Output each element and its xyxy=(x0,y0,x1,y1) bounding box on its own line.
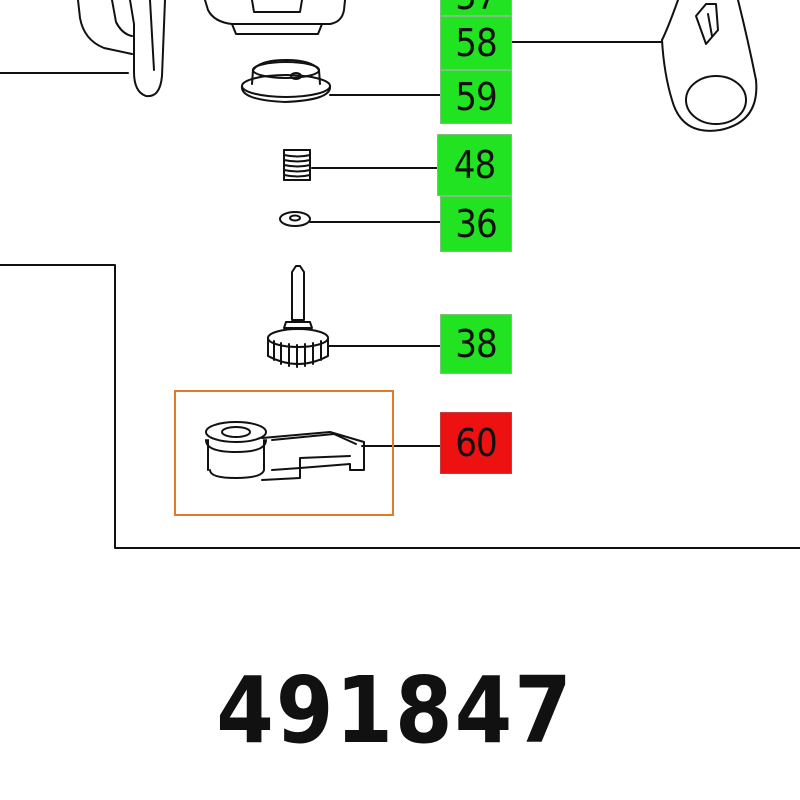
callout-60[interactable]: 60 xyxy=(440,412,512,474)
gear-shaft-part-38 xyxy=(267,265,329,368)
assembly-frame-line xyxy=(0,264,800,549)
callout-48[interactable]: 48 xyxy=(437,134,512,196)
spring-part-48 xyxy=(283,149,311,181)
lever-ring-part-58 xyxy=(661,0,758,132)
callout-57[interactable]: 57 xyxy=(440,0,512,18)
callout-36[interactable]: 36 xyxy=(440,196,512,252)
callout-58[interactable]: 58 xyxy=(440,16,512,70)
housing-fragment xyxy=(77,0,166,98)
selection-frame xyxy=(174,390,394,516)
part-number: 491847 xyxy=(216,656,574,764)
callout-59[interactable]: 59 xyxy=(440,70,512,124)
callout-38[interactable]: 38 xyxy=(440,314,512,374)
lever-plate-part-60 xyxy=(205,421,365,481)
washer-part-36 xyxy=(279,211,311,227)
bracket-fragment xyxy=(204,0,346,35)
cap-part-59 xyxy=(240,59,332,103)
